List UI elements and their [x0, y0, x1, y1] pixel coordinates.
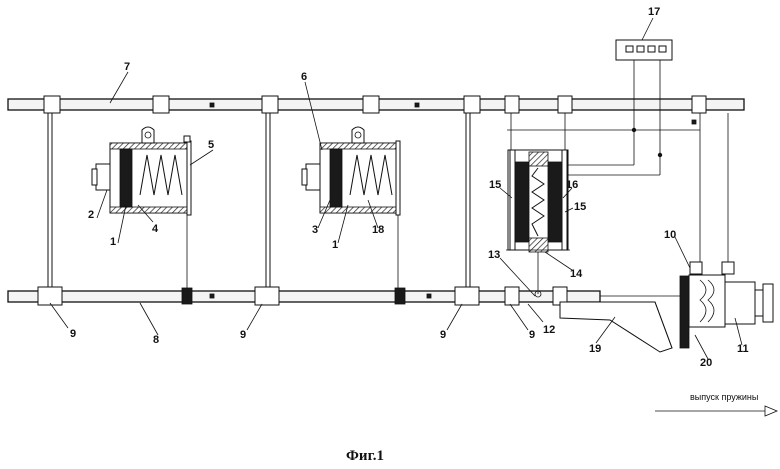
callout-1a: 1	[110, 236, 116, 248]
callout-6: 6	[301, 71, 307, 83]
callout-15b: 15	[574, 201, 586, 213]
callout-7: 7	[124, 61, 130, 73]
callout-8: 8	[153, 334, 159, 346]
callout-14: 14	[570, 268, 583, 280]
callout-17: 17	[648, 6, 660, 18]
callout-12: 12	[543, 324, 555, 336]
callout-9c: 9	[440, 329, 446, 341]
callout-10: 10	[664, 229, 676, 241]
callout-1b: 1	[332, 239, 338, 251]
callout-5: 5	[208, 139, 214, 151]
callout-18: 18	[372, 224, 384, 236]
callout-9d: 9	[529, 329, 535, 341]
arrow-label: выпуск пружины	[690, 392, 758, 402]
cylinder-unit-2	[302, 127, 400, 288]
figure-caption: Фиг.1	[346, 448, 384, 464]
callout-13: 13	[488, 249, 500, 261]
callout-9a: 9	[70, 328, 76, 340]
callout-9b: 9	[240, 329, 246, 341]
callout-19: 19	[589, 343, 601, 355]
release-direction-arrow: выпуск пружины	[655, 392, 777, 416]
callout-11: 11	[737, 343, 749, 355]
callout-4: 4	[152, 223, 159, 235]
callout-2: 2	[88, 209, 94, 221]
callout-15a: 15	[489, 179, 501, 191]
cylinder-unit-1	[92, 127, 191, 288]
callout-16: 16	[566, 179, 578, 191]
callout-3: 3	[312, 224, 318, 236]
callout-20: 20	[700, 357, 712, 369]
